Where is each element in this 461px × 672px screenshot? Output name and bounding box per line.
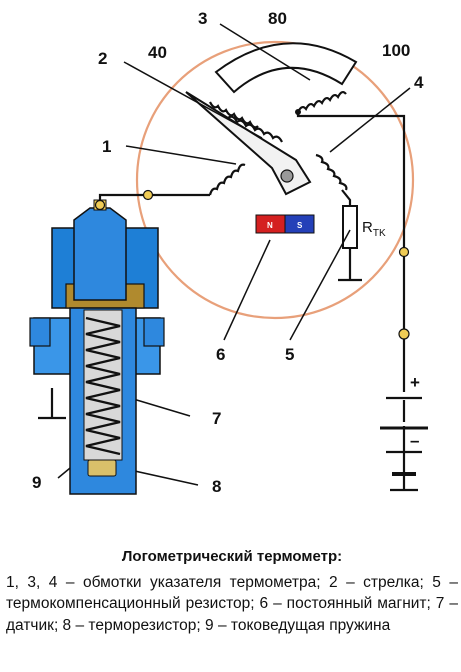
scale-label-40: 40 bbox=[148, 43, 167, 62]
part-number-4: 4 bbox=[414, 73, 424, 92]
wire-coil1-to-sensor bbox=[98, 193, 210, 205]
coil-1-lower bbox=[208, 163, 246, 196]
thermometer-diagram: 40 80 100 RTK N S 1 2 3 4 5 6 7 8 9 bbox=[29, 9, 428, 496]
leader-7 bbox=[129, 397, 191, 417]
leader-2 bbox=[123, 61, 263, 139]
resistor-rtk bbox=[342, 205, 358, 249]
leader-6 bbox=[223, 239, 271, 341]
caption-text: 1, 3, 4 – обмотки указателя термометра; … bbox=[6, 573, 458, 634]
resistor-label: RTK bbox=[362, 219, 386, 239]
leader-1 bbox=[125, 145, 237, 165]
pointer bbox=[185, 91, 312, 196]
part-number-6: 6 bbox=[216, 345, 225, 364]
thermistor bbox=[87, 459, 117, 477]
figure-caption: Логометрический термометр: 1, 3, 4 – обм… bbox=[6, 546, 458, 636]
scale-arc bbox=[214, 42, 358, 94]
part-number-8: 8 bbox=[212, 477, 221, 496]
scale-label-100: 100 bbox=[382, 41, 410, 60]
leader-3 bbox=[219, 23, 311, 81]
part-number-1: 1 bbox=[102, 137, 111, 156]
dial-circle bbox=[135, 40, 415, 320]
part-number-5: 5 bbox=[285, 345, 294, 364]
spring bbox=[85, 316, 121, 456]
battery-plus-label: + bbox=[410, 373, 420, 392]
wire-resistor-ground bbox=[338, 248, 362, 282]
battery bbox=[380, 392, 428, 492]
magnet-south-label: S bbox=[297, 221, 303, 230]
coil-3 bbox=[297, 90, 347, 113]
junction-node bbox=[398, 328, 410, 340]
magnet-south bbox=[284, 214, 315, 234]
part-number-2: 2 bbox=[98, 49, 107, 68]
sensor bbox=[29, 199, 165, 495]
sensor-ground bbox=[38, 388, 66, 420]
caption-title: Логометрический термометр: bbox=[121, 548, 343, 565]
magnet-north-label: N bbox=[267, 221, 273, 230]
coil-4 bbox=[315, 153, 348, 191]
wire-resistor bbox=[341, 189, 352, 206]
part-number-9: 9 bbox=[32, 473, 41, 492]
junction-node bbox=[94, 199, 106, 211]
part-number-3: 3 bbox=[198, 9, 207, 28]
battery-minus-label: – bbox=[410, 431, 419, 450]
junction-node bbox=[142, 189, 154, 201]
part-number-7: 7 bbox=[212, 409, 221, 428]
junction-node bbox=[398, 246, 410, 258]
leader-5 bbox=[289, 229, 351, 341]
scale-label-80: 80 bbox=[268, 9, 287, 28]
wire-top-right bbox=[296, 112, 406, 490]
junction-node bbox=[295, 109, 301, 115]
coil-1 bbox=[209, 101, 283, 143]
leader-4 bbox=[329, 87, 411, 153]
pointer-pivot bbox=[280, 169, 294, 183]
